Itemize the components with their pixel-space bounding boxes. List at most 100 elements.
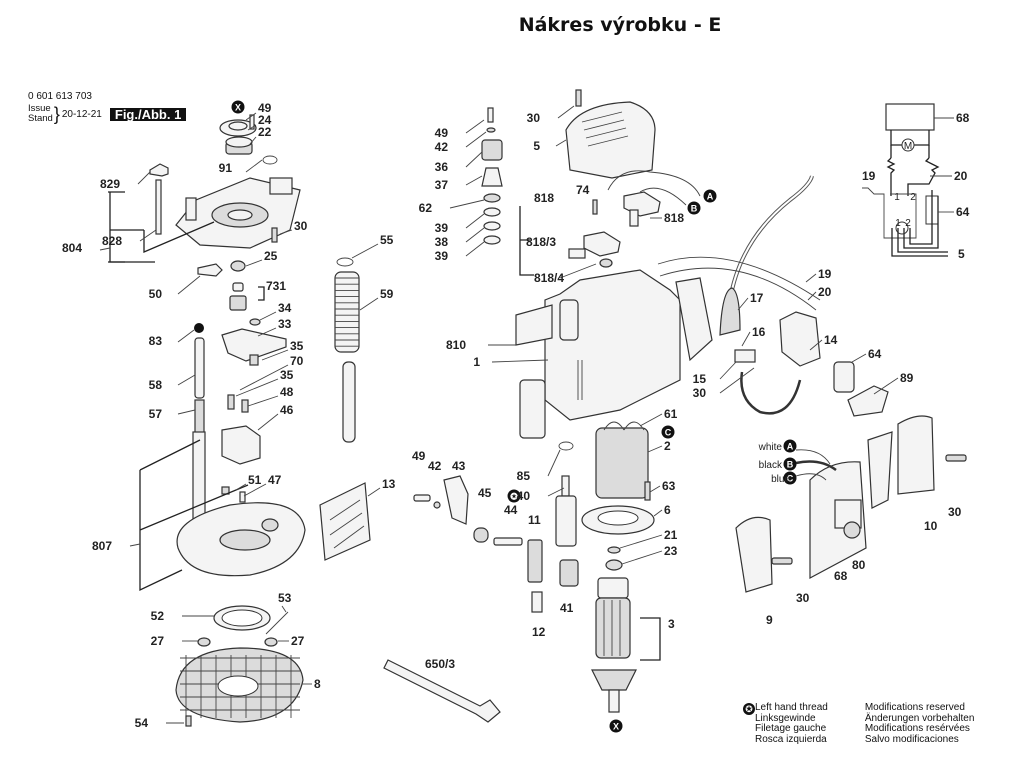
callout-39[interactable]: 39 bbox=[435, 249, 449, 263]
callout-30[interactable]: 30 bbox=[294, 219, 308, 233]
part-washer-38[interactable] bbox=[483, 221, 501, 231]
callout-42[interactable]: 42 bbox=[435, 140, 449, 154]
callout-20[interactable]: 20 bbox=[954, 169, 968, 183]
callout-17[interactable]: 17 bbox=[750, 291, 764, 305]
callout-8[interactable]: 8 bbox=[314, 677, 321, 691]
part-washer-39b[interactable] bbox=[483, 235, 501, 245]
part-label-810[interactable] bbox=[515, 304, 553, 346]
part-clamp-829[interactable] bbox=[149, 163, 169, 177]
callout-70[interactable]: 70 bbox=[290, 354, 304, 368]
callout-83[interactable]: 83 bbox=[149, 334, 163, 348]
callout-41[interactable]: 41 bbox=[560, 601, 574, 615]
callout-49[interactable]: 49 bbox=[258, 101, 272, 115]
callout-59[interactable]: 59 bbox=[380, 287, 394, 301]
part-capacitor-64[interactable] bbox=[833, 361, 855, 393]
part-brush-818-3[interactable] bbox=[568, 248, 586, 259]
part-clip-12[interactable] bbox=[531, 591, 543, 613]
part-turret-46[interactable] bbox=[221, 394, 261, 465]
part-screw-30-left[interactable] bbox=[271, 227, 278, 243]
part-screw-49-mid[interactable] bbox=[487, 107, 494, 123]
part-ball-bearing[interactable] bbox=[225, 136, 253, 155]
callout-828[interactable]: 828 bbox=[102, 234, 122, 248]
callout-10[interactable]: 10 bbox=[924, 519, 938, 533]
part-shaft-40[interactable] bbox=[555, 475, 577, 547]
callout-42[interactable]: 42 bbox=[428, 459, 442, 473]
part-washer-42-lever[interactable] bbox=[433, 501, 441, 509]
callout-810[interactable]: 810 bbox=[446, 338, 466, 352]
part-handle-9[interactable] bbox=[735, 516, 773, 593]
part-cover-5[interactable] bbox=[565, 101, 656, 179]
callout-30[interactable]: 30 bbox=[527, 111, 541, 125]
callout-44[interactable]: 44 bbox=[504, 503, 518, 517]
callout-818[interactable]: 818 bbox=[534, 191, 554, 205]
callout-6[interactable]: 6 bbox=[664, 503, 671, 517]
callout-30[interactable]: 30 bbox=[948, 505, 962, 519]
callout-19[interactable]: 19 bbox=[862, 169, 876, 183]
part-rod-828[interactable] bbox=[155, 179, 162, 235]
callout-85[interactable]: 85 bbox=[517, 469, 531, 483]
callout-45[interactable]: 45 bbox=[478, 486, 492, 500]
callout-74[interactable]: 74 bbox=[576, 183, 590, 197]
callout-47[interactable]: 47 bbox=[268, 473, 282, 487]
part-handle-10[interactable] bbox=[897, 415, 935, 495]
callout-34[interactable]: 34 bbox=[278, 301, 292, 315]
part-base-807[interactable] bbox=[176, 486, 306, 577]
callout-16[interactable]: 16 bbox=[752, 325, 766, 339]
callout-61[interactable]: 61 bbox=[664, 407, 678, 421]
callout-43[interactable]: 43 bbox=[452, 459, 466, 473]
part-washer-62[interactable] bbox=[483, 193, 501, 203]
callout-5[interactable]: 5 bbox=[958, 247, 965, 261]
callout-40[interactable]: 40 bbox=[517, 489, 531, 503]
callout-13[interactable]: 13 bbox=[382, 477, 396, 491]
part-lever-43[interactable] bbox=[443, 475, 469, 525]
callout-15[interactable]: 15 bbox=[693, 372, 707, 386]
part-nut-27a[interactable] bbox=[197, 637, 211, 647]
callout-27[interactable]: 27 bbox=[151, 634, 165, 648]
part-wing-screw-50[interactable] bbox=[197, 263, 223, 277]
callout-807[interactable]: 807 bbox=[92, 539, 112, 553]
callout-63[interactable]: 63 bbox=[662, 479, 676, 493]
callout-64[interactable]: 64 bbox=[956, 205, 970, 219]
callout-50[interactable]: 50 bbox=[149, 287, 163, 301]
part-o-ring-85[interactable] bbox=[558, 441, 574, 451]
part-cord-clamp-16[interactable] bbox=[734, 349, 756, 363]
part-motor-housing-base[interactable] bbox=[175, 177, 301, 249]
callout-54[interactable]: 54 bbox=[135, 716, 149, 730]
callout-11[interactable]: 11 bbox=[528, 513, 541, 527]
part-brush-holder-818-right[interactable] bbox=[623, 191, 661, 227]
part-screw-30-right[interactable] bbox=[945, 454, 967, 462]
part-screw-30-top[interactable] bbox=[575, 89, 582, 107]
callout-39[interactable]: 39 bbox=[435, 221, 449, 235]
callout-64[interactable]: 64 bbox=[868, 347, 882, 361]
part-bolt-44[interactable] bbox=[493, 537, 523, 546]
part-screw-74[interactable] bbox=[592, 199, 598, 215]
callout-14[interactable]: 14 bbox=[824, 333, 838, 347]
callout-19[interactable]: 19 bbox=[818, 267, 832, 281]
part-motor-housing-1[interactable] bbox=[519, 269, 713, 439]
callout-731[interactable]: 731 bbox=[266, 279, 286, 293]
callout-57[interactable]: 57 bbox=[149, 407, 163, 421]
part-knob-37[interactable] bbox=[481, 167, 503, 187]
part-bearing-23[interactable] bbox=[605, 559, 623, 571]
callout-22[interactable]: 22 bbox=[258, 125, 272, 139]
part-screw-49-lever[interactable] bbox=[413, 494, 431, 502]
part-bearing-cover[interactable] bbox=[219, 119, 257, 137]
callout-36[interactable]: 36 bbox=[435, 160, 449, 174]
part-base-plate-8[interactable] bbox=[175, 647, 304, 723]
part-switch-14[interactable] bbox=[779, 311, 821, 367]
callout-1[interactable]: 1 bbox=[473, 355, 480, 369]
callout-35[interactable]: 35 bbox=[290, 339, 304, 353]
callout-21[interactable]: 21 bbox=[664, 528, 678, 542]
part-cord-sleeve-17[interactable] bbox=[719, 287, 741, 336]
part-air-guide-6[interactable] bbox=[581, 505, 655, 535]
callout-5[interactable]: 5 bbox=[533, 139, 540, 153]
part-armature-3[interactable] bbox=[591, 577, 637, 713]
callout-49[interactable]: 49 bbox=[435, 126, 449, 140]
part-guide-rod[interactable] bbox=[342, 361, 356, 443]
part-screw-63[interactable] bbox=[644, 481, 651, 501]
callout-30[interactable]: 30 bbox=[693, 386, 707, 400]
part-washer-55[interactable] bbox=[336, 257, 354, 267]
part-rod-83-58[interactable] bbox=[194, 323, 205, 399]
part-clip-21[interactable] bbox=[607, 546, 621, 554]
part-nut-27b[interactable] bbox=[264, 637, 278, 647]
